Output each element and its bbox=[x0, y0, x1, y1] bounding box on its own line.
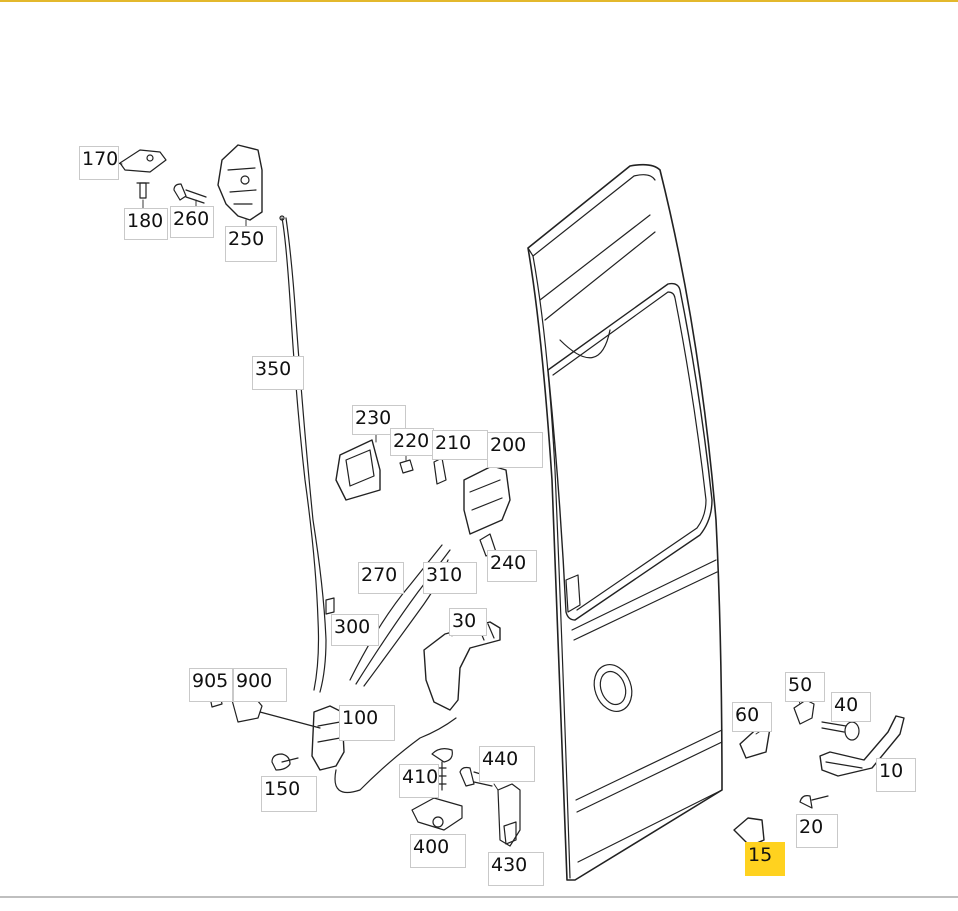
part-label-30[interactable]: 30 bbox=[449, 608, 487, 636]
part-label-220[interactable]: 220 bbox=[390, 428, 434, 456]
lower-lock-assembly bbox=[209, 693, 521, 847]
part-label-270[interactable]: 270 bbox=[358, 562, 404, 594]
part-label-300[interactable]: 300 bbox=[331, 614, 379, 646]
part-label-310[interactable]: 310 bbox=[423, 562, 477, 594]
top-accent-rule bbox=[0, 0, 958, 2]
upper-lock-assembly bbox=[119, 144, 327, 693]
part-label-180[interactable]: 180 bbox=[124, 208, 168, 240]
part-label-170[interactable]: 170 bbox=[79, 146, 119, 180]
part-label-410[interactable]: 410 bbox=[399, 764, 439, 798]
part-label-20[interactable]: 20 bbox=[796, 814, 838, 848]
part-label-440[interactable]: 440 bbox=[479, 746, 535, 782]
part-label-260[interactable]: 260 bbox=[170, 206, 214, 238]
part-label-150[interactable]: 150 bbox=[261, 776, 317, 812]
part-label-350[interactable]: 350 bbox=[252, 356, 304, 390]
part-label-200[interactable]: 200 bbox=[487, 432, 543, 468]
rear-door-panel bbox=[527, 163, 723, 881]
part-label-15-selected[interactable]: 15 bbox=[745, 842, 785, 876]
part-label-250[interactable]: 250 bbox=[225, 226, 277, 262]
part-label-900[interactable]: 900 bbox=[233, 668, 287, 702]
part-label-10[interactable]: 10 bbox=[876, 758, 916, 792]
part-label-210[interactable]: 210 bbox=[432, 430, 488, 460]
part-label-400[interactable]: 400 bbox=[410, 834, 466, 868]
handle-assembly bbox=[733, 699, 905, 847]
middle-lock-assembly bbox=[325, 439, 511, 711]
part-label-430[interactable]: 430 bbox=[488, 852, 544, 886]
part-label-905[interactable]: 905 bbox=[189, 668, 233, 702]
part-label-50[interactable]: 50 bbox=[785, 672, 825, 702]
bottom-divider bbox=[0, 896, 958, 898]
part-label-240[interactable]: 240 bbox=[487, 550, 537, 582]
part-label-40[interactable]: 40 bbox=[831, 692, 871, 722]
part-label-60[interactable]: 60 bbox=[732, 702, 772, 732]
part-label-100[interactable]: 100 bbox=[339, 705, 395, 741]
